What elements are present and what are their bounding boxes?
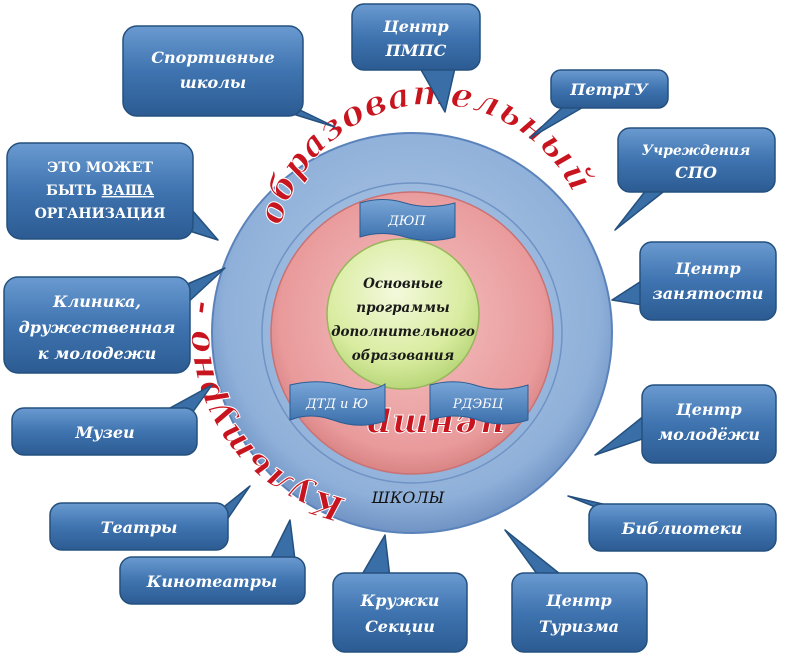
callout-libraries: Библиотеки (567, 495, 777, 552)
callout-your-organization: ЭТО МОЖЕТ БЫТЬ ВАША ОРГАНИЗАЦИЯ (6, 142, 219, 241)
svg-text:ДТД и Ю: ДТД и Ю (305, 397, 368, 412)
svg-text:Кружки: Кружки (360, 591, 440, 610)
outer-ring-inner-edge (261, 182, 563, 484)
core-label: Основные программы дополнительного образ… (331, 276, 475, 364)
banner-rdebts: РДЭБЦ (429, 381, 529, 425)
svg-text:Секции: Секции (365, 617, 435, 636)
callout-clubs: Кружки Секции (332, 534, 468, 653)
svg-text:Библиотеки: Библиотеки (621, 519, 742, 538)
svg-text:Центр: Центр (382, 17, 448, 36)
svg-text:ДЮП: ДЮП (387, 214, 426, 229)
svg-text:Клиника,: Клиника, (52, 292, 141, 311)
svg-text:СПО: СПО (675, 163, 717, 182)
svg-text:Учреждения: Учреждения (642, 143, 751, 159)
svg-text:Центр: Центр (674, 259, 740, 278)
banner-dyup: ДЮП (359, 199, 456, 241)
callout-tourism-center: Центр Туризма (504, 529, 648, 653)
svg-text:ПМПС: ПМПС (385, 41, 447, 60)
svg-text:Центр: Центр (545, 591, 611, 610)
core-circle (326, 238, 480, 390)
svg-text:к молодежи: к молодежи (38, 344, 157, 363)
callout-spo: Учреждения СПО (614, 127, 776, 231)
callout-youth-center: Центр молодёжи (594, 384, 777, 464)
callout-cinemas: Кинотеатры (119, 519, 306, 605)
svg-text:ПетрГУ: ПетрГУ (569, 80, 648, 99)
callout-museums: Музеи (11, 384, 213, 456)
callout-petrgu: ПетрГУ (529, 69, 669, 139)
callout-clinic: Клиника, дружественная к молодежи (3, 267, 226, 374)
svg-text:БЫТЬ ВАША: БЫТЬ ВАША (46, 183, 155, 199)
svg-text:дополнительного: дополнительного (331, 324, 475, 340)
banner-dtd: ДТД и Ю (289, 381, 386, 426)
svg-text:образования: образования (352, 348, 455, 364)
svg-text:Основные: Основные (363, 276, 443, 292)
svg-text:Центр: Центр (675, 400, 741, 419)
svg-text:программы: программы (356, 300, 449, 316)
callout-sport-schools: Спортивные школы (122, 25, 336, 128)
svg-text:ЭТО МОЖЕТ: ЭТО МОЖЕТ (47, 160, 153, 176)
svg-text:Театры: Театры (101, 518, 178, 537)
callout-theatres: Театры (49, 485, 251, 551)
callout-employment-center: Центр занятости (611, 241, 777, 321)
schools-label: ШКОЛЫ (371, 488, 445, 507)
svg-text:Музеи: Музеи (74, 423, 134, 442)
svg-text:школы: школы (180, 73, 246, 92)
svg-text:Кинотеатры: Кинотеатры (146, 572, 277, 591)
svg-text:Туризма: Туризма (539, 617, 619, 636)
svg-text:ОРГАНИЗАЦИЯ: ОРГАНИЗАЦИЯ (35, 206, 166, 222)
svg-text:молодёжи: молодёжи (658, 425, 760, 444)
svg-text:дружественная: дружественная (19, 318, 176, 337)
svg-text:РДЭБЦ: РДЭБЦ (452, 397, 504, 412)
callout-center-pmps: Центр ПМПС (351, 3, 481, 113)
svg-text:занятости: занятости (653, 284, 764, 303)
svg-text:Спортивные: Спортивные (151, 48, 274, 67)
